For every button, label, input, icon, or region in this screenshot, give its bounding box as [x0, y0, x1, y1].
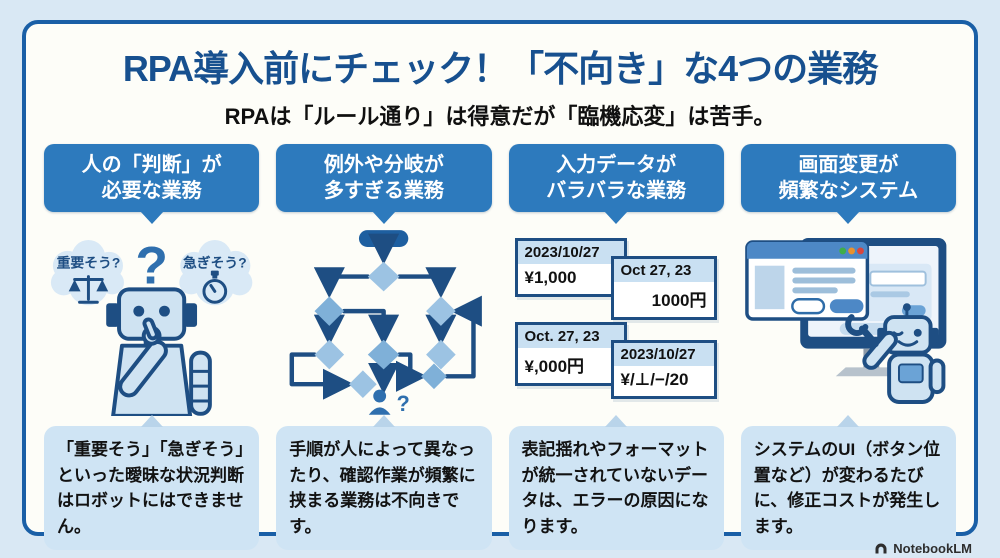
thought-right-label: 急ぎそう?	[183, 255, 247, 271]
description-text: 手順が人によって異なったり、確認作業が頻繁に挟まる業務は不向きです。	[289, 440, 476, 536]
data-card: Oct. 27, 23 ¥,000円	[514, 322, 627, 386]
description-tail	[140, 415, 163, 427]
stopwatch-icon	[202, 270, 228, 304]
page-title: RPA導入前にチェック！「不向き」な4つの業務	[122, 48, 878, 89]
header-bubble: 画面変更が 頻繁なシステム	[740, 144, 956, 224]
description-tail	[372, 415, 395, 427]
balance-scale-icon	[68, 275, 109, 304]
notebooklm-icon	[875, 543, 887, 554]
column-inconsistent-data: 入力データが バラバラな業務 2023/10/27 ¥1,000 Oct 27,…	[508, 144, 724, 550]
description-box: 手順が人によって異なったり、確認作業が頻繁に挟まる業務は不向きです。	[276, 415, 492, 550]
column-branching: 例外や分岐が 多すぎる業務	[276, 144, 492, 550]
wrench-icon	[844, 314, 879, 348]
data-card-header: Oct. 27, 23	[517, 325, 624, 348]
description-text: 「重要そう」「急ぎそう」といった曖昧な状況判断はロボットにはできません。	[57, 440, 244, 536]
browser-sidebar	[754, 265, 785, 310]
data-card: Oct 27, 23 1000円	[610, 256, 717, 320]
dot-orange	[847, 247, 855, 255]
filled-button	[829, 299, 864, 314]
data-card-value: ¥,000円	[524, 357, 585, 376]
header-bubble-label: 画面変更が 頻繁なシステム	[779, 152, 918, 204]
description-box: 表記揺れやフォーマットが統一されていないデータは、エラーの原因になります。	[508, 415, 724, 550]
bubble-tail	[371, 211, 396, 224]
page-subtitle: RPAは「ルール通り」は得意だが「臨機応変」は苦手。	[224, 104, 776, 129]
robot-figure	[106, 287, 212, 416]
data-card: 2023/10/27 ¥/⊥/−/20	[610, 340, 717, 399]
header-line1: 人の「判断」が	[81, 154, 222, 176]
data-card-value: ¥/⊥/−/20	[620, 370, 689, 389]
description-box: 「重要そう」「急ぎそう」といった曖昧な状況判断はロボットにはできません。	[44, 415, 260, 550]
description-tail	[837, 415, 860, 427]
illustration-flowchart: ?	[276, 226, 491, 416]
header-bubble: 人の「判断」が 必要な業務	[44, 144, 260, 224]
outline-button	[790, 298, 825, 315]
illustration-ui-system	[741, 226, 956, 416]
header-line1: 例外や分岐が	[323, 154, 444, 176]
data-card-value: 1000円	[651, 291, 707, 310]
flowchart-start-node	[359, 230, 409, 247]
description-text: システムのUI（ボタン位置など）が変わるたびに、修正コストが発生します。	[753, 440, 941, 536]
header-line2: 頻繁なシステム	[778, 180, 919, 202]
header-line1: 画面変更が	[798, 154, 899, 176]
illustration-data-cards: 2023/10/27 ¥1,000 Oct 27, 23 1000円 Oct. …	[509, 226, 724, 416]
bubble-tail	[836, 211, 861, 224]
header-bubble: 例外や分岐が 多すぎる業務	[276, 144, 492, 224]
question-mark: ?	[135, 236, 168, 295]
header-line2: バラバラな業務	[546, 180, 687, 202]
dot-red	[856, 247, 864, 255]
columns-row: 人の「判断」が 必要な業務 重	[26, 131, 974, 550]
person-icon	[369, 389, 391, 415]
header-line2: 必要な業務	[101, 180, 202, 202]
data-card-header: 2023/10/27	[613, 343, 714, 366]
thought-bubble-right: 急ぎそう?	[166, 240, 253, 326]
header-bubble-label: 人の「判断」が 必要な業務	[82, 152, 222, 204]
watermark-text: NotebookLM	[893, 541, 972, 556]
column-human-judgment: 人の「判断」が 必要な業務 重	[44, 144, 260, 550]
header-bubble-label: 入力データが バラバラな業務	[546, 152, 686, 204]
data-card-header: Oct 27, 23	[613, 259, 714, 282]
notebooklm-watermark: NotebookLM	[874, 541, 972, 556]
antenna-icon	[902, 303, 911, 312]
browser-window	[744, 240, 869, 321]
dot-green	[838, 247, 846, 255]
header-line1: 入力データが	[556, 154, 677, 176]
bubble-tail	[139, 211, 164, 224]
robot-mascot	[844, 303, 946, 404]
illustration-thinking-robot: 重要そう?	[44, 226, 259, 416]
smile	[897, 340, 918, 347]
thinking-robot-svg: 重要そう?	[50, 236, 253, 416]
data-card-header: 2023/10/27	[517, 241, 624, 264]
ui-system-svg	[744, 238, 947, 404]
header-bubble: 入力データが バラバラな業務	[508, 144, 724, 224]
traffic-light-dots	[838, 247, 864, 255]
bubble-tail	[604, 211, 629, 224]
header-line2: 多すぎる業務	[323, 180, 444, 202]
person-question-mark: ?	[397, 391, 410, 416]
thought-left-label: 重要そう?	[57, 255, 121, 271]
description-box: システムのUI（ボタン位置など）が変わるたびに、修正コストが発生します。	[740, 415, 956, 550]
column-ui-changes: 画面変更が 頻繁なシステム	[740, 144, 956, 550]
description-text: 表記揺れやフォーマットが統一されていないデータは、エラーの原因になります。	[521, 440, 709, 536]
data-card-value: ¥1,000	[524, 268, 577, 287]
description-tail	[605, 415, 628, 427]
flowchart-svg: ?	[289, 230, 483, 416]
header-bubble-label: 例外や分岐が 多すぎる業務	[324, 152, 444, 204]
infographic-card: RPA導入前にチェック！「不向き」な4つの業務 RPAは「ルール通り」は得意だが…	[22, 20, 978, 550]
